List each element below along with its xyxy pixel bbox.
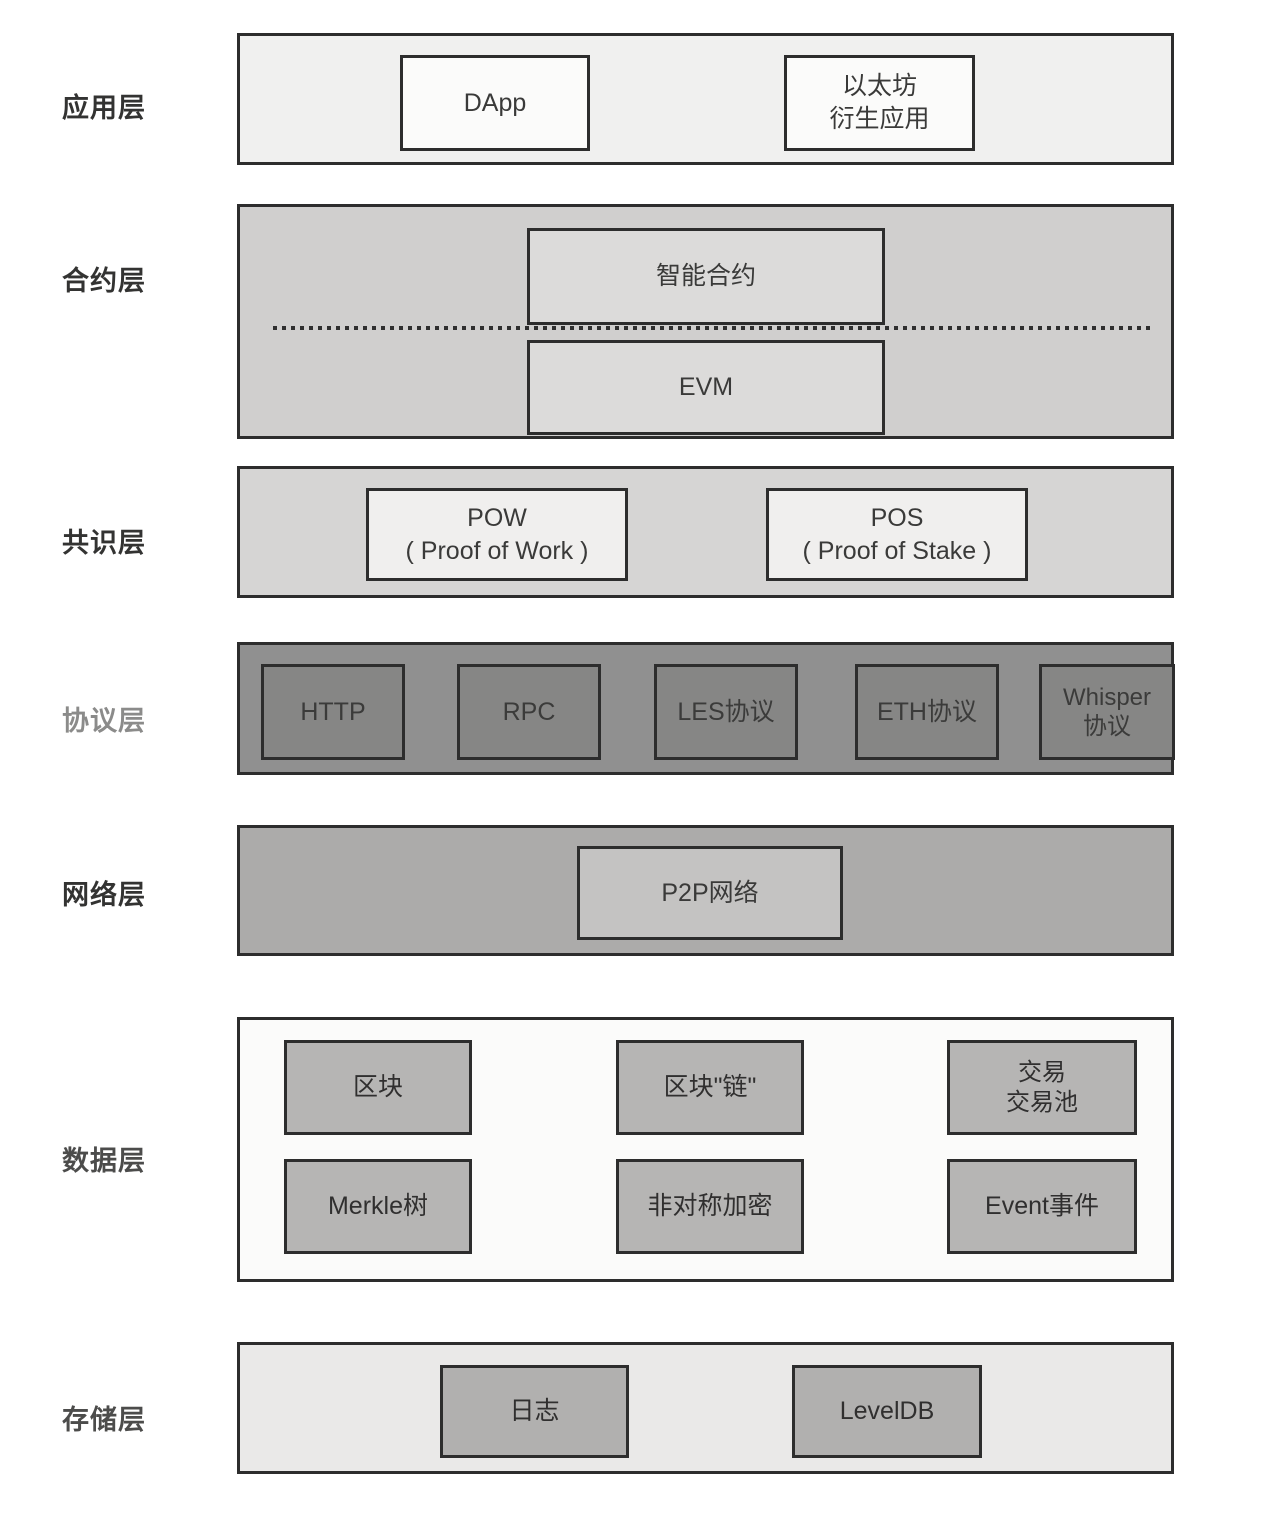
box-http-label: HTTP (300, 697, 366, 726)
box-whisper-line2: 协议 (1083, 713, 1131, 740)
layer-label-application: 应用层 (62, 93, 146, 123)
box-asym-label: 非对称加密 (647, 1192, 773, 1220)
box-p2p-network: P2P网络 (577, 846, 843, 940)
layer-label-storage: 存储层 (62, 1405, 146, 1435)
layer-band-application: DApp 以太坊 衍生应用 (237, 33, 1174, 165)
box-txpool-line1: 交易 (1018, 1059, 1066, 1087)
box-transaction-pool: 交易 交易池 (947, 1040, 1137, 1135)
box-dapp: DApp (400, 55, 590, 151)
box-rpc-label: RPC (502, 697, 556, 726)
box-dapp-label: DApp (463, 88, 527, 117)
box-log-label: 日志 (509, 1397, 560, 1425)
box-evm-label: EVM (678, 373, 734, 401)
layer-band-contract: 智能合约 EVM (237, 204, 1174, 439)
box-whisper-line1: Whisper (1062, 683, 1152, 711)
layer-band-consensus: POW ( Proof of Work ) POS ( Proof of Sta… (237, 466, 1174, 598)
box-eth-protocol: ETH协议 (855, 664, 999, 760)
layer-label-network: 网络层 (62, 880, 146, 910)
box-les-label: LES协议 (677, 697, 775, 726)
box-pow-title: POW (467, 503, 527, 532)
layer-band-data: 区块 区块"链" 交易 交易池 Merkle树 非对称加密 Event事件 (237, 1017, 1174, 1282)
layer-band-protocol: HTTP RPC LES协议 ETH协议 Whisper 协议 (237, 642, 1175, 775)
box-merkle-tree: Merkle树 (284, 1159, 472, 1254)
box-rpc: RPC (457, 664, 601, 760)
layer-label-data: 数据层 (62, 1146, 146, 1176)
box-evm: EVM (527, 340, 885, 435)
layer-band-storage: 日志 LevelDB (237, 1342, 1174, 1474)
contract-layer-dotted-divider (273, 326, 1151, 330)
box-txpool-line2: 交易池 (1006, 1088, 1078, 1116)
box-smart-contract: 智能合约 (527, 228, 885, 325)
box-ethereum-derived-apps: 以太坊 衍生应用 (784, 55, 975, 151)
box-p2p-label: P2P网络 (661, 878, 759, 907)
box-les-protocol: LES协议 (654, 664, 798, 760)
layer-label-contract: 合约层 (62, 266, 146, 296)
box-event: Event事件 (947, 1159, 1137, 1254)
box-block: 区块 (284, 1040, 472, 1135)
layer-band-network: P2P网络 (237, 825, 1174, 956)
box-http: HTTP (261, 664, 405, 760)
box-whisper-protocol: Whisper 协议 (1039, 664, 1175, 760)
box-blockchain-label: 区块"链" (663, 1073, 757, 1101)
box-eth-derived-line2: 衍生应用 (829, 105, 930, 133)
box-log: 日志 (440, 1365, 629, 1458)
box-block-label: 区块 (352, 1073, 403, 1101)
box-pow-subtitle: ( Proof of Work ) (405, 536, 589, 565)
box-pos: POS ( Proof of Stake ) (766, 488, 1028, 581)
box-blockchain: 区块"链" (616, 1040, 804, 1135)
box-leveldb: LevelDB (792, 1365, 982, 1458)
box-pos-subtitle: ( Proof of Stake ) (802, 536, 992, 565)
box-event-label: Event事件 (985, 1192, 1099, 1220)
box-leveldb-label: LevelDB (839, 1397, 935, 1425)
box-smart-contract-label: 智能合约 (655, 262, 756, 290)
box-eth-protocol-label: ETH协议 (876, 697, 977, 726)
layer-label-consensus: 共识层 (62, 528, 146, 558)
box-pow: POW ( Proof of Work ) (366, 488, 628, 581)
box-merkle-label: Merkle树 (327, 1192, 428, 1220)
box-pos-title: POS (870, 503, 924, 532)
box-eth-derived-line1: 以太坊 (841, 72, 917, 100)
box-asymmetric-encryption: 非对称加密 (616, 1159, 804, 1254)
layer-label-protocol: 协议层 (62, 706, 146, 736)
